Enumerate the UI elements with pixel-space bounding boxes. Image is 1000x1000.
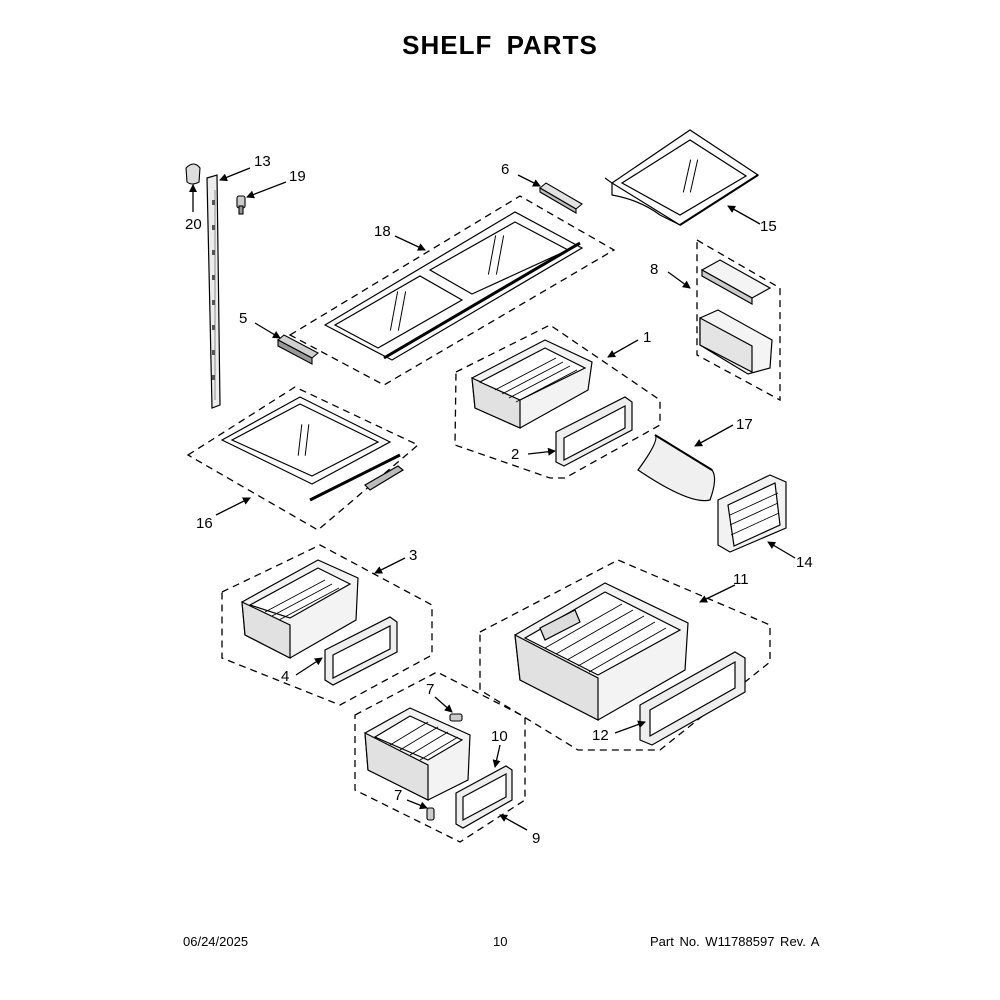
part-9-drawer-front <box>455 765 513 829</box>
part-15-glass-shelf <box>604 129 760 226</box>
callout-8: 8 <box>650 261 658 278</box>
callout-2: 2 <box>511 446 519 463</box>
footer-date: 06/24/2025 <box>183 934 249 949</box>
part-5-bracket <box>277 334 319 365</box>
callout-11: 11 <box>733 571 749 588</box>
part-12-crisper-front <box>639 651 746 746</box>
group-outline-8 <box>696 238 781 402</box>
callout-16: 16 <box>196 515 213 532</box>
part-13-rail <box>206 174 221 409</box>
part-16-glass-shelf <box>220 396 405 502</box>
leader-lines <box>189 167 796 831</box>
callout-17: 17 <box>736 416 753 433</box>
part-4-drawer-front <box>324 616 398 686</box>
part-8-bin <box>699 259 773 375</box>
group-outlines <box>186 195 781 843</box>
part-18-split-shelf <box>323 211 584 361</box>
group-outline-9-10-7 <box>354 671 526 843</box>
callout-3: 3 <box>409 547 417 564</box>
group-outline-1-2 <box>454 324 661 479</box>
callout-19: 19 <box>289 168 306 185</box>
callout-13: 13 <box>254 153 271 170</box>
part-20-end-cap <box>185 163 201 185</box>
callout-12: 12 <box>592 727 609 744</box>
part-6-bracket <box>539 182 583 214</box>
callout-9: 9 <box>532 830 540 847</box>
callout-1: 1 <box>643 329 651 346</box>
callout-7-top: 7 <box>426 681 434 698</box>
callout-6: 6 <box>501 161 509 178</box>
callout-4: 4 <box>281 668 289 685</box>
part-19-screw <box>236 195 246 215</box>
callout-5: 5 <box>239 310 247 327</box>
part-2-drawer-front <box>555 396 633 467</box>
callout-labels: 1 2 3 4 5 6 7 7 8 9 10 11 12 13 14 15 16… <box>185 153 813 847</box>
part-1-drawer <box>471 339 593 429</box>
group-outline-3-4 <box>221 544 433 706</box>
callout-18: 18 <box>374 223 391 240</box>
part-11-crisper <box>514 582 689 721</box>
group-outline-16 <box>186 386 420 531</box>
page-title: SHELF PARTS <box>402 30 598 60</box>
part-14-basket <box>717 474 787 553</box>
callout-7-bottom: 7 <box>394 787 402 804</box>
callout-10: 10 <box>491 728 508 745</box>
callout-15: 15 <box>760 218 777 235</box>
part-10-drawer <box>364 707 471 801</box>
callout-20: 20 <box>185 216 202 233</box>
part-7-screws <box>426 713 463 821</box>
part-17-cover <box>637 434 716 502</box>
group-outline-18 <box>288 195 616 386</box>
callout-14: 14 <box>796 554 813 571</box>
part-3-drawer <box>241 559 359 659</box>
footer-page-number: 10 <box>493 934 508 949</box>
footer-part-number: Part No. W11788597 Rev. A <box>650 934 820 949</box>
group-outline-11-12 <box>479 559 771 751</box>
